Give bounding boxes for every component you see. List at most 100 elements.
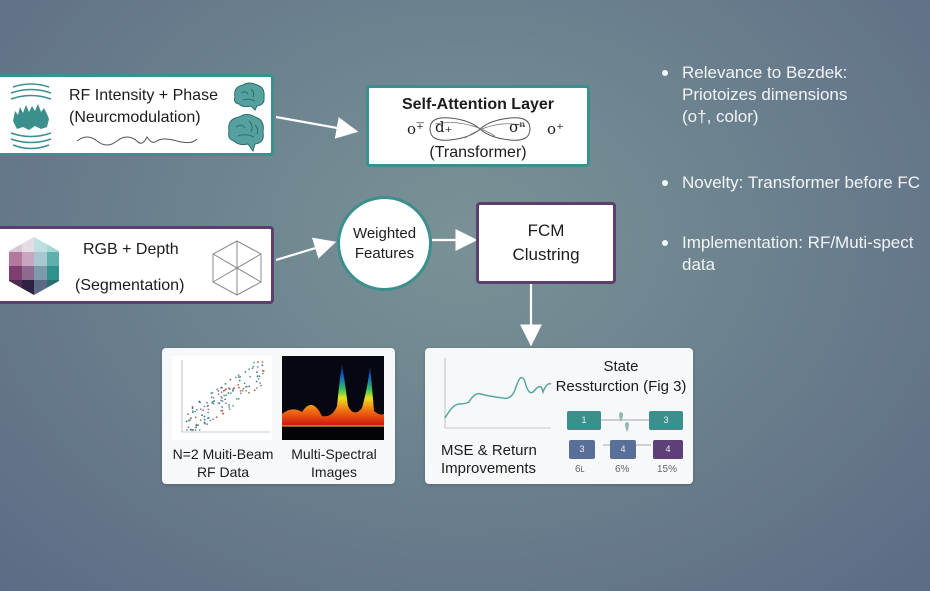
mse-line-chart-thumbnail xyxy=(444,358,552,429)
scatter-point xyxy=(259,382,261,384)
scatter-point xyxy=(194,416,197,419)
scatter-point xyxy=(203,421,206,424)
scatter-point xyxy=(239,375,242,378)
state-box-4a: 4 xyxy=(610,440,636,459)
scatter-point xyxy=(220,391,223,393)
scatter-point xyxy=(256,375,259,378)
scatter-point xyxy=(257,361,259,363)
scatter-point xyxy=(191,406,194,408)
scatter-point xyxy=(261,364,264,367)
scatter-point xyxy=(238,386,240,389)
scatter-point xyxy=(217,402,220,404)
note-implementation: Implementation: RF/Muti-spect data xyxy=(660,232,920,276)
symbol-left: o⁺̅ xyxy=(407,120,424,138)
scatter-point xyxy=(191,429,194,431)
scatter-point xyxy=(238,379,241,382)
scatter-point xyxy=(202,409,205,412)
hexagon-outline-icon xyxy=(212,240,262,296)
scatter-point xyxy=(201,414,203,417)
scatter-point xyxy=(225,388,227,390)
state-box-3: 3 xyxy=(649,411,683,430)
notes-list: Relevance to Bezdek: Priotoizes dimensio… xyxy=(660,62,920,276)
state-box-4b: 4 xyxy=(653,440,683,459)
scatter-point xyxy=(189,428,192,431)
scatter-point xyxy=(215,416,218,419)
scatter-point xyxy=(248,368,251,371)
scatter-point xyxy=(243,382,246,385)
mse-caption-2: Improvements xyxy=(441,460,537,477)
scatter-point xyxy=(223,394,226,397)
rf-input-title: RF Intensity + Phase xyxy=(69,87,218,104)
weighted-line1: Weighted xyxy=(352,225,417,242)
scatter-point xyxy=(251,367,254,370)
scatter-point xyxy=(262,372,264,375)
bullet-dot xyxy=(662,240,668,246)
symbol-sigma: σⁿ xyxy=(509,118,526,136)
scatter-point xyxy=(189,418,191,420)
scatter-point xyxy=(224,383,227,385)
brain-icon xyxy=(234,82,265,111)
scatter-point xyxy=(220,395,223,398)
scatter-point xyxy=(261,361,264,363)
arrow-rf-to-attention xyxy=(275,115,359,139)
scatter-point xyxy=(232,390,234,392)
scatter-point xyxy=(235,376,237,379)
scatter-point xyxy=(235,398,238,400)
weighted-features-node: Weighted Features xyxy=(337,196,432,291)
scatter-point xyxy=(241,390,244,392)
arrow-rgb-to-weighted xyxy=(275,237,337,262)
scatter-point xyxy=(207,408,210,411)
fcm-line1: FCM xyxy=(527,221,565,240)
data-sources-card: N=2 Muiti-Beam RF Data Multi-Spectral Im… xyxy=(162,348,395,484)
self-attention-title: Self-Attention Layer xyxy=(401,96,554,113)
scatter-point xyxy=(211,391,214,394)
scatter-point xyxy=(248,385,251,388)
state-title-2: Ressturction (Fig 3) xyxy=(555,378,687,395)
scatter-point xyxy=(242,387,245,390)
scatter-point xyxy=(185,429,188,431)
rf-data-caption-1: N=2 Muiti-Beam xyxy=(172,446,274,462)
scatter-point xyxy=(207,411,209,414)
scatter-point xyxy=(244,371,247,373)
scatter-point xyxy=(245,390,247,392)
scatter-point xyxy=(224,402,227,405)
scatter-point xyxy=(212,418,214,421)
scatter-point xyxy=(233,387,235,389)
scatter-point xyxy=(192,411,194,414)
scatter-point xyxy=(191,407,194,410)
scatter-point xyxy=(210,396,213,399)
color-cube-icon xyxy=(9,237,59,295)
percent-label-1: 6ʟ xyxy=(575,464,585,475)
scatter-point xyxy=(258,375,261,378)
scatter-point xyxy=(187,413,189,416)
scatter-point xyxy=(198,400,201,403)
scatter-point xyxy=(217,390,220,392)
fcm-clustering-node: FCM Clustring xyxy=(476,202,616,284)
scatter-point xyxy=(195,426,197,429)
scatter-point xyxy=(229,392,232,394)
state-box-2: 3 xyxy=(569,440,595,459)
scatter-point xyxy=(185,420,188,423)
scatter-point xyxy=(248,391,250,394)
rgb-input-node: RGB + Depth (Segmentation) xyxy=(0,226,274,304)
scatter-point xyxy=(253,389,256,392)
scatter-point xyxy=(227,392,230,394)
scatter-point xyxy=(256,371,258,373)
scatter-plot-thumbnail xyxy=(172,356,272,440)
scatter-point xyxy=(256,387,258,389)
scatter-point xyxy=(206,401,208,404)
scatter-point xyxy=(221,409,224,412)
rf-input-subtitle: (Neurcmodulation) xyxy=(69,109,201,126)
scatter-point xyxy=(229,378,232,381)
scatter-point xyxy=(216,388,219,391)
scatter-point xyxy=(225,394,228,397)
note-novelty: Novelty: Transformer before FC xyxy=(660,172,920,194)
self-attention-subtitle: (Transformer) xyxy=(429,144,527,161)
scatter-point xyxy=(244,386,247,388)
scatter-point xyxy=(195,423,198,426)
symbol-right: o⁺ xyxy=(547,120,564,138)
scatter-point xyxy=(187,419,190,422)
state-box-1: 1 xyxy=(567,411,601,430)
scatter-point xyxy=(220,409,222,412)
scatter-point xyxy=(196,408,198,411)
